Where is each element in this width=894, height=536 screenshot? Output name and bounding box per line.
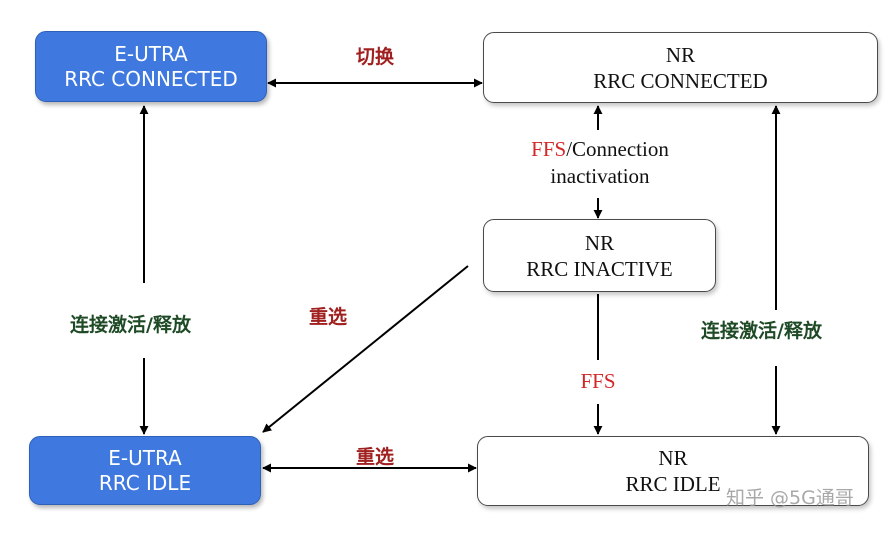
- arrow-reselect-diagonal: [262, 265, 469, 433]
- state-nr-idle-line2: RRC IDLE: [625, 472, 721, 496]
- label-ffs-connection-inactivation: FFS/Connection inactivation: [515, 136, 685, 190]
- state-nr-rrc-idle: NR RRC IDLE: [477, 436, 869, 506]
- state-eutra-idle-line2: RRC IDLE: [98, 470, 192, 495]
- state-eutra-idle-line1: E-UTRA: [108, 445, 182, 470]
- state-nr-idle-line1: NR: [658, 446, 688, 470]
- label-connect-release-left: 连接激活/释放: [70, 314, 191, 336]
- label-connection: /Connection: [566, 137, 669, 161]
- state-nr-rrc-inactive: NR RRC INACTIVE: [483, 219, 716, 292]
- label-ffs-lower: FFS: [570, 368, 626, 395]
- state-eutra-rrc-idle: E-UTRA RRC IDLE: [29, 436, 261, 505]
- label-reselect-bottom: 重选: [356, 446, 395, 468]
- label-ffs-line1: FFS/Connection: [515, 136, 685, 163]
- state-eutra-connected-line2: RRC CONNECTED: [64, 66, 238, 91]
- label-ffs-red: FFS: [531, 137, 567, 161]
- label-reselect-diagonal: 重选: [309, 306, 348, 328]
- state-nr-connected-line2: RRC CONNECTED: [593, 68, 768, 93]
- label-ffs-lower-text: FFS: [580, 369, 616, 393]
- state-nr-rrc-connected: NR RRC CONNECTED: [483, 32, 878, 103]
- state-nr-inactive-line1: NR: [584, 230, 615, 255]
- state-nr-inactive-line2: RRC INACTIVE: [526, 256, 673, 281]
- label-inactivation: inactivation: [550, 164, 650, 188]
- label-handover: 切换: [356, 46, 395, 68]
- state-eutra-connected-line1: E-UTRA: [114, 41, 188, 66]
- state-nr-connected-line1: NR: [665, 42, 696, 67]
- watermark: 知乎 @5G通哥: [726, 487, 854, 509]
- label-connect-release-right: 连接激活/释放: [701, 320, 822, 342]
- state-eutra-rrc-connected: E-UTRA RRC CONNECTED: [35, 31, 267, 102]
